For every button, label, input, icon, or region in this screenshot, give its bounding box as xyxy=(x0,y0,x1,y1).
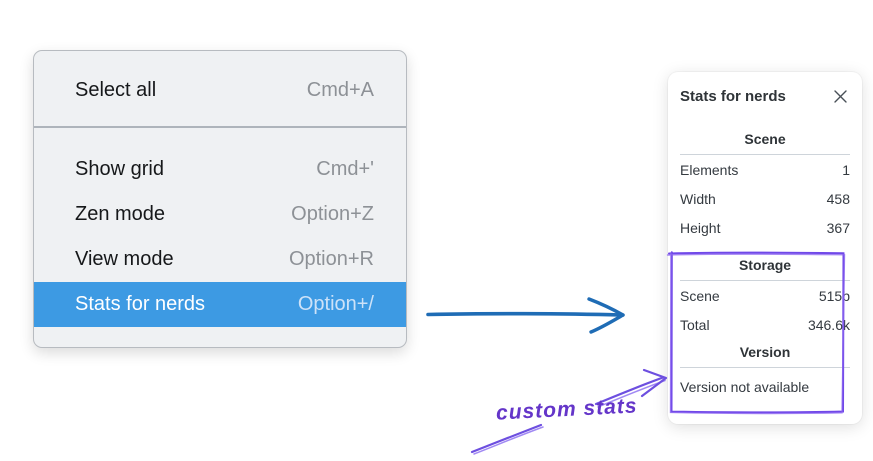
menu-item-zen-mode[interactable]: Zen mode Option+Z xyxy=(34,192,406,237)
version-note: Version not available xyxy=(680,379,810,395)
menu-item-label: View mode xyxy=(75,248,174,270)
storage-stats: Scene 515b Total 346.6k xyxy=(680,282,850,340)
scene-stats: Elements 1 Width 458 Height 367 xyxy=(680,156,850,243)
menu-item-show-grid[interactable]: Show grid Cmd+' xyxy=(34,147,406,192)
section-title-scene: Scene xyxy=(744,131,786,147)
stats-panel-header: Stats for nerds xyxy=(680,86,850,106)
menu-item-shortcut: Option+R xyxy=(288,248,374,270)
stat-label: Height xyxy=(680,220,721,236)
stat-row-width: Width 458 xyxy=(680,185,850,214)
menu-item-view-mode[interactable]: View mode Option+R xyxy=(34,237,406,282)
stat-label: Elements xyxy=(680,162,739,178)
stat-row-height: Height 367 xyxy=(680,214,850,243)
stat-label: Width xyxy=(680,191,716,207)
stat-value: 346.6k xyxy=(807,317,850,333)
menu-item-label: Select all xyxy=(75,79,157,101)
section-title-version: Version xyxy=(739,344,791,360)
annotation-arrow-icon xyxy=(470,368,668,455)
annotation-rectangle xyxy=(666,251,846,415)
menu-divider xyxy=(34,126,406,128)
stat-label: Scene xyxy=(680,288,720,304)
menu-item-shortcut: Cmd+' xyxy=(316,158,374,180)
stat-value: 515b xyxy=(818,288,850,304)
stat-row-scene-storage: Scene 515b xyxy=(680,282,850,311)
section-title-storage: Storage xyxy=(738,257,792,273)
stat-row-total-storage: Total 346.6k xyxy=(680,311,850,340)
stats-panel-title: Stats for nerds xyxy=(680,87,786,105)
menu-item-label: Show grid xyxy=(75,158,164,180)
menu-item-shortcut: Cmd+A xyxy=(306,79,374,101)
menu-item-label: Zen mode xyxy=(75,203,166,225)
stats-panel: Stats for nerds Scene Elements 1 Width 4… xyxy=(668,72,862,424)
menu-item-shortcut: Option+Z xyxy=(291,203,374,225)
arrow-menu-to-panel-icon xyxy=(426,297,625,334)
menu-item-label: Stats for nerds xyxy=(75,293,206,315)
menu-item-shortcut: Option+/ xyxy=(297,293,374,315)
close-icon[interactable] xyxy=(830,86,850,106)
section-divider xyxy=(680,280,850,281)
stat-row-elements: Elements 1 xyxy=(680,156,850,185)
stat-value: 1 xyxy=(842,162,850,178)
stat-value: 458 xyxy=(826,191,850,207)
section-divider xyxy=(680,154,850,155)
stat-value: 367 xyxy=(826,220,850,236)
section-divider xyxy=(680,367,850,368)
menu-item-select-all[interactable]: Select all Cmd+A xyxy=(34,68,406,113)
context-menu: Select all Cmd+A Show grid Cmd+' Zen mod… xyxy=(33,50,407,348)
stat-label: Total xyxy=(680,317,710,333)
menu-item-stats-for-nerds[interactable]: Stats for nerds Option+/ xyxy=(34,282,406,327)
